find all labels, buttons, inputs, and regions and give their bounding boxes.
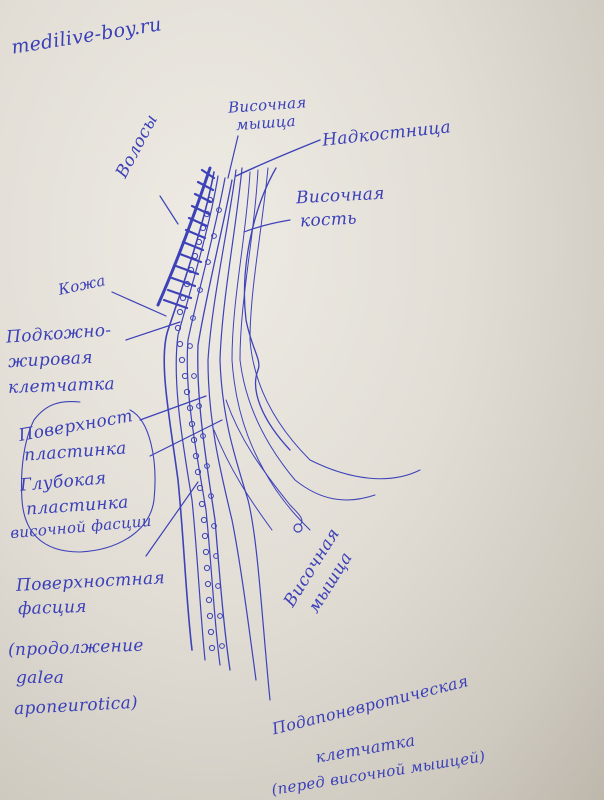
bone-inner [243, 219, 291, 233]
leader-deep-plate [149, 419, 223, 457]
leader-subcutaneous [125, 321, 181, 341]
fascia-bracket [20, 400, 156, 553]
temporal-fascia-superficial [207, 169, 257, 681]
superficial-fascia-line [197, 179, 233, 671]
periosteum-line [235, 139, 321, 177]
label-temporal-bone-2: кость [299, 208, 358, 232]
hair-hatching [156, 166, 216, 310]
muscle-fiber-5 [213, 429, 273, 531]
muscle-fiber-4 [225, 399, 303, 526]
muscle-fiber-2 [239, 169, 376, 501]
label-subcutaneous-3: клетчатка [7, 374, 116, 398]
subcutaneous-line-1 [175, 175, 219, 661]
label-continuation-2: galea [16, 668, 65, 688]
leader-hair [159, 195, 179, 225]
label-superficial-fascia-2: фасция [17, 596, 88, 620]
muscle-fiber-3 [249, 167, 421, 480]
leader-temporal-muscle-top [227, 135, 239, 179]
leader-skin [111, 291, 167, 317]
fat-cells [174, 196, 225, 652]
muscle-end-knob [293, 523, 303, 533]
leader-superficial-fascia [145, 481, 199, 557]
temporal-fascia-deep [219, 167, 271, 701]
leader-superficial-plate [139, 395, 207, 421]
skin-line [163, 171, 215, 651]
bone-outer [243, 167, 291, 451]
muscle-fiber-1 [231, 171, 311, 531]
